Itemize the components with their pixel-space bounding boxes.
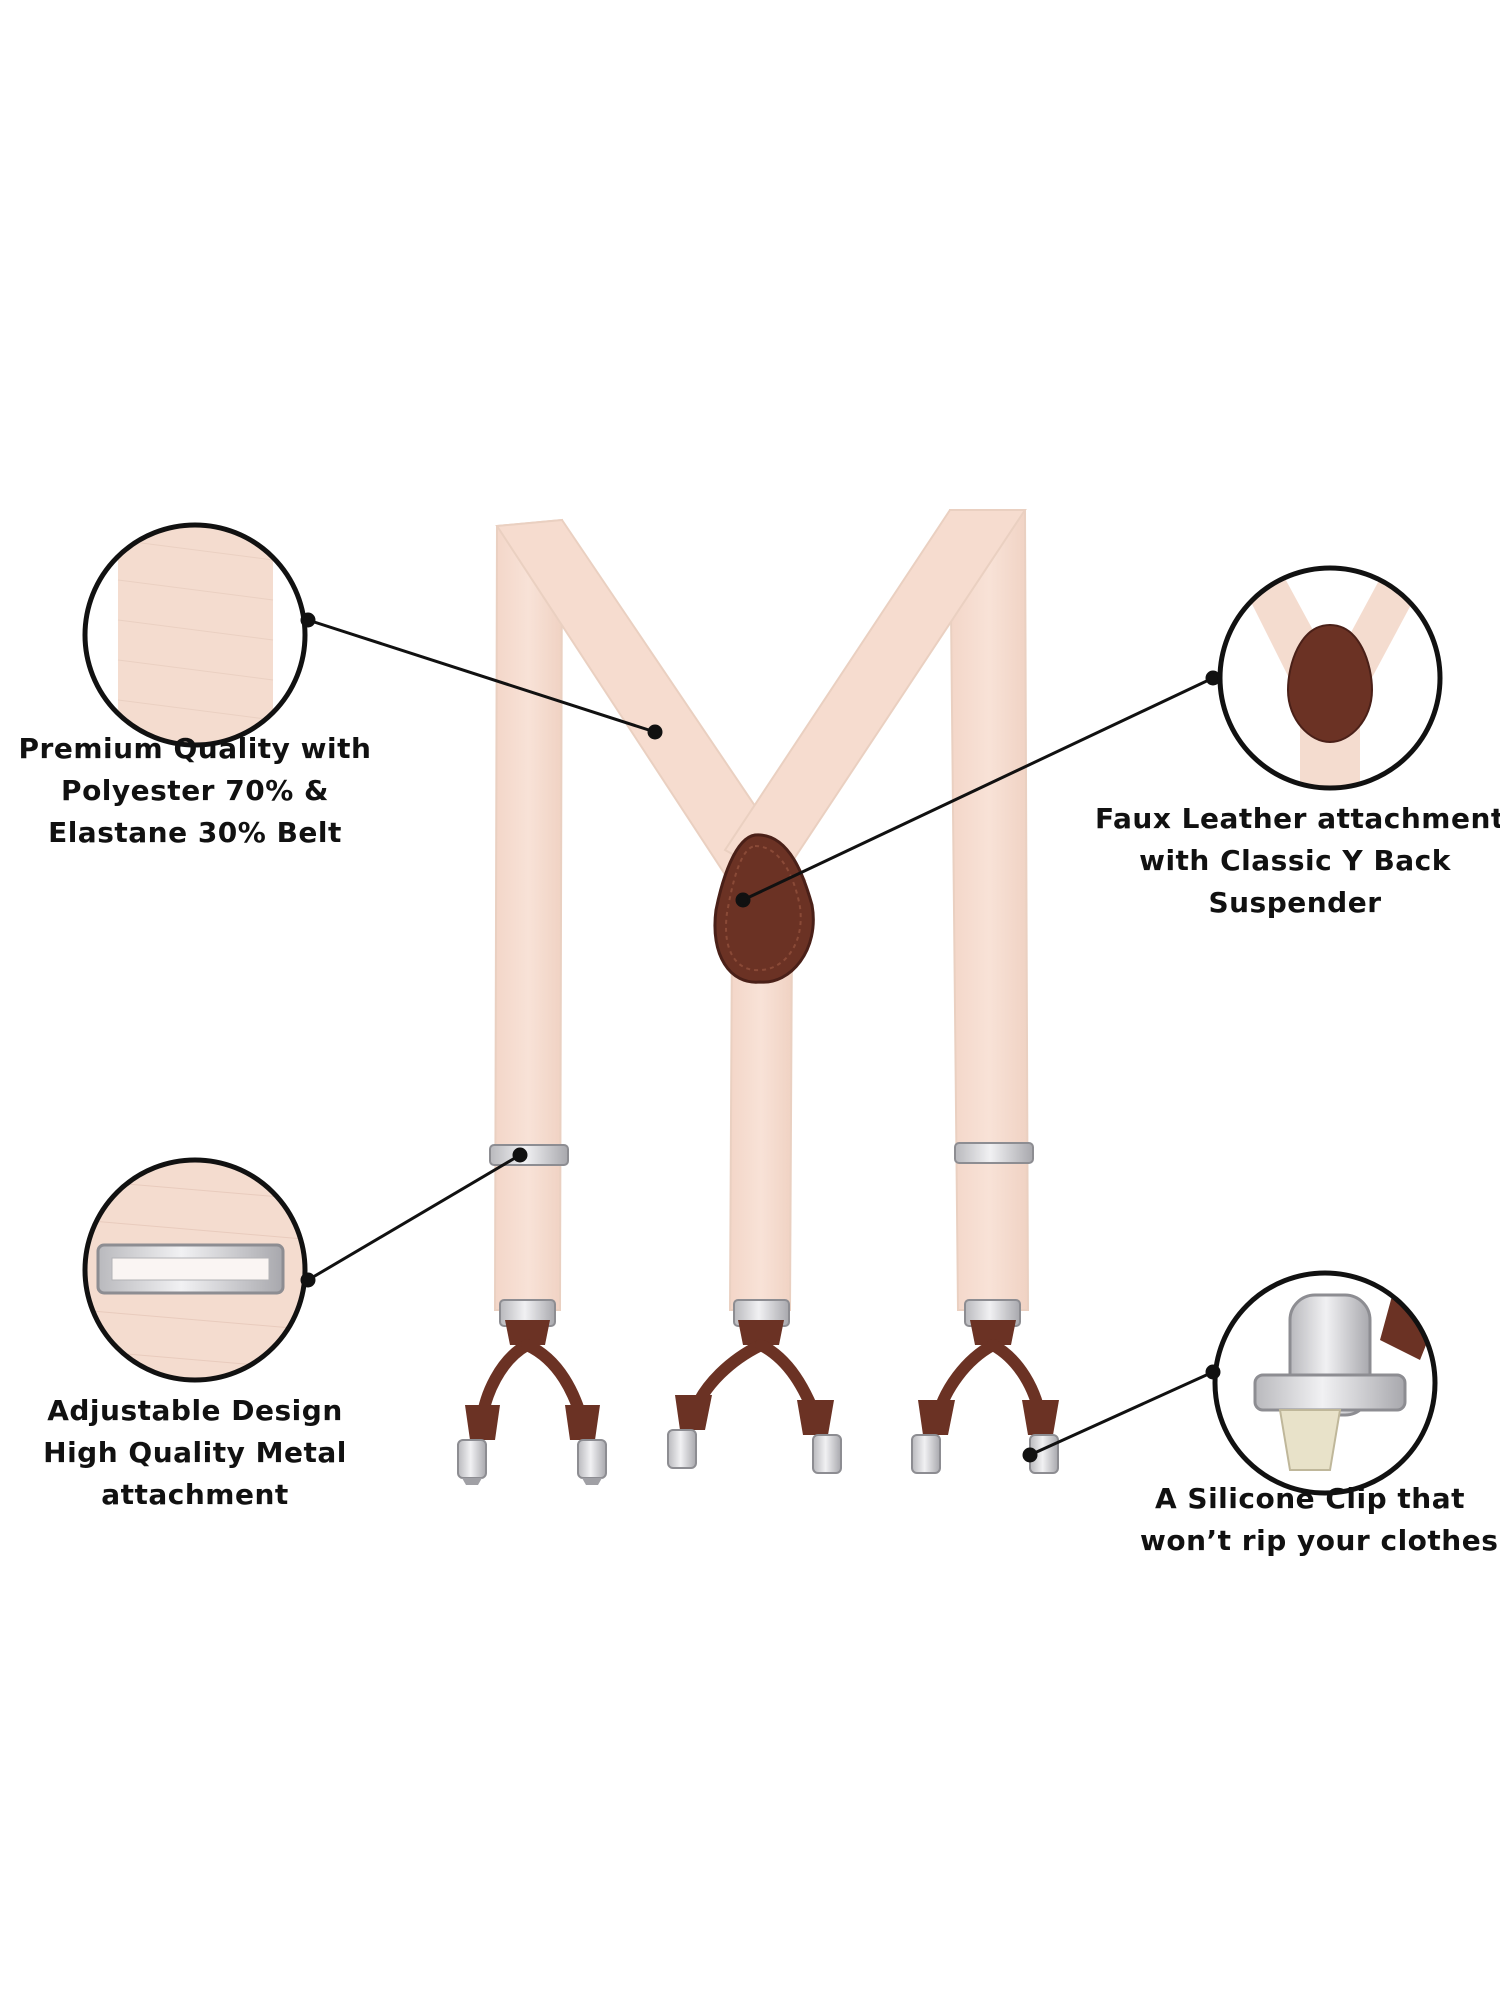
center-clip-set	[667, 1320, 842, 1474]
caption-line: attachment	[101, 1478, 289, 1511]
right-vertical-strap	[948, 509, 1030, 1311]
clip-feature-caption: A Silicone Clip that won’t rip your clot…	[1140, 1478, 1499, 1562]
fabric-feature-caption: Premium Quality with Polyester 70% & Ela…	[10, 728, 380, 854]
right-adjuster-buckle	[954, 1142, 1034, 1164]
left-vertical-strap	[493, 518, 564, 1311]
caption-line: High Quality Metal	[43, 1436, 347, 1469]
caption-line: A Silicone Clip that	[1154, 1482, 1465, 1515]
caption-line: with Classic Y Back	[1139, 844, 1451, 877]
fabric-zoom-circle	[82, 522, 308, 748]
caption-line: won’t rip your clothes	[1140, 1524, 1499, 1557]
left-adjuster-buckle	[489, 1144, 569, 1166]
caption-line: Elastane 30% Belt	[48, 816, 342, 849]
adjuster-feature-caption: Adjustable Design High Quality Metal att…	[20, 1390, 370, 1516]
center-strap	[728, 929, 794, 1311]
leather-zoom-circle	[1217, 565, 1443, 791]
leader-lines	[300, 612, 1221, 1463]
right-clip-set	[911, 1320, 1059, 1474]
caption-line: Polyester 70% &	[61, 774, 329, 807]
caption-line: Premium Quality with	[18, 732, 372, 765]
leather-feature-caption: Faux Leather attachment with Classic Y B…	[1095, 798, 1500, 924]
caption-line: Adjustable Design	[47, 1394, 343, 1427]
adjuster-zoom-circle	[82, 1157, 308, 1383]
leather-y-patch	[713, 833, 815, 984]
left-clip-set	[457, 1320, 607, 1485]
caption-line: Faux Leather attachment	[1095, 802, 1500, 835]
suspender-product	[457, 509, 1059, 1485]
clip-zoom-circle	[1212, 1270, 1438, 1496]
caption-line: Suspender	[1208, 886, 1382, 919]
